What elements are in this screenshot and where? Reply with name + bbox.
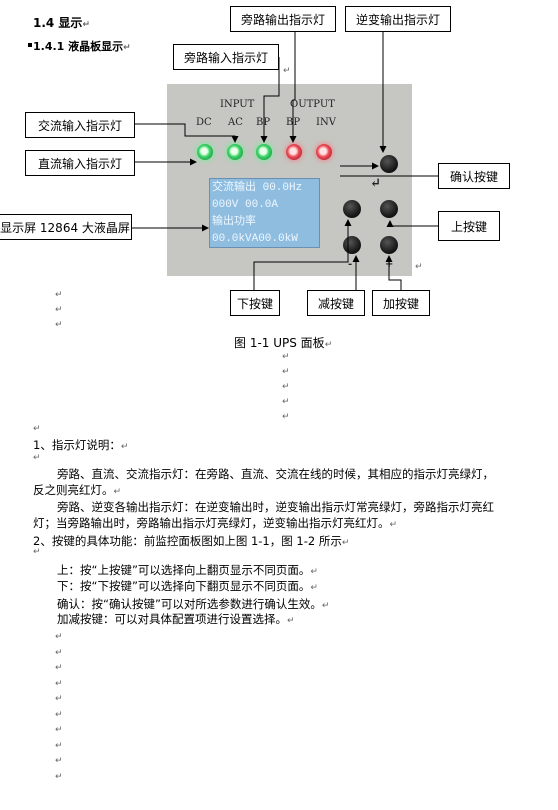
para-mark: ↵ xyxy=(33,453,41,463)
dc-input-led xyxy=(197,144,213,160)
callout-up-key: 上按键 xyxy=(438,211,500,241)
callout-inverter-output: 逆变输出指示灯 xyxy=(345,6,451,32)
para-mark: ↵ xyxy=(283,66,291,76)
callout-confirm-key: 确认按键 xyxy=(438,163,510,189)
lcd-line-1: 交流输出 00.0Hz xyxy=(212,182,303,194)
para-mark: ↵ xyxy=(55,678,63,689)
para-mark: ↵ xyxy=(282,352,290,362)
confirm-button[interactable] xyxy=(380,155,398,173)
ac-input-led xyxy=(227,144,243,160)
bypass-input-led xyxy=(256,144,272,160)
callout-down-key: 下按键 xyxy=(230,290,280,316)
callout-bypass-input: 旁路输入指示灯 xyxy=(173,44,279,70)
section2-up: 上：按“上按键”可以选择向上翻页显示不同页面。↵ xyxy=(57,563,318,577)
callout-plus-key: 加按键 xyxy=(372,290,430,316)
figure-caption: 图 1-1 UPS 面板↵ xyxy=(234,336,333,350)
section1-para2-line1: 旁路、逆变各输出指示灯：在逆变输出时，逆变输出指示灯常亮绿灯，旁路指示灯亮红 xyxy=(57,500,494,514)
para-mark: ↵ xyxy=(415,262,423,272)
up-button[interactable] xyxy=(380,200,398,218)
section1-para1-line1: 旁路、直流、交流指示灯：在旁路、直流、交流在线的时候，其相应的指示灯亮绿灯， xyxy=(57,467,494,481)
lcd-line-4: 00.0kVA00.0kW xyxy=(212,233,298,245)
para-mark: ↵ xyxy=(33,547,41,557)
para-mark: ↵ xyxy=(55,647,63,658)
para-mark: ↵ xyxy=(55,320,63,330)
para-mark: ↵ xyxy=(55,709,63,720)
section2-down: 下：按“下按键”可以选择向下翻页显示不同页面。↵ xyxy=(57,579,318,593)
inv-label: INV xyxy=(316,117,336,128)
para-mark: ↵ xyxy=(33,424,41,434)
section2-title: 2、按键的具体功能：前监控面板图如上图 1-1，图 1-2 所示↵ xyxy=(33,534,350,548)
lcd-line-3: 输出功率 xyxy=(212,216,256,228)
heading-bullet xyxy=(28,43,32,47)
callout-bypass-output: 旁路输出指示灯 xyxy=(230,6,336,32)
para-mark: ↵ xyxy=(55,694,63,704)
para-mark: ↵ xyxy=(55,771,63,782)
section1-para2-line2: 灯；当旁路输出时，旁路输出指示灯亮绿灯，逆变输出指示灯亮红灯。↵ xyxy=(33,516,398,530)
callout-lcd-screen: 显示屏 12864 大液晶屏 xyxy=(0,214,132,240)
plus-button[interactable] xyxy=(380,236,398,254)
para-mark: ↵ xyxy=(282,412,290,422)
callout-ac-input: 交流输入指示灯 xyxy=(25,112,135,138)
enter-symbol: ↵ xyxy=(370,176,381,191)
inverter-output-led xyxy=(316,144,332,160)
dc-label: DC xyxy=(196,117,212,128)
para-mark: ↵ xyxy=(282,367,290,377)
para-mark: ↵ xyxy=(55,725,63,735)
ac-label: AC xyxy=(228,117,243,128)
callout-dc-input: 直流输入指示灯 xyxy=(25,150,135,176)
output-label: OUTPUT xyxy=(290,99,335,110)
section1-title: 1、指示灯说明：↵ xyxy=(33,438,129,452)
para-mark: ↵ xyxy=(55,290,63,300)
section1-para1-line2: 反之则亮红灯。↵ xyxy=(33,483,122,497)
para-mark: ↵ xyxy=(55,305,63,315)
bypass-output-led xyxy=(286,144,302,160)
leader-lines xyxy=(132,32,438,290)
para-mark: ↵ xyxy=(282,382,290,392)
para-mark: ↵ xyxy=(55,632,63,642)
para-mark: ↵ xyxy=(55,756,63,766)
para-mark: ↵ xyxy=(55,663,63,673)
para-mark: ↵ xyxy=(55,740,63,751)
callout-minus-key: 减按键 xyxy=(307,290,365,316)
section2-adjust: 加减按键：可以对具体配置项进行设置选择。↵ xyxy=(57,612,295,626)
section-heading: 1.4 显示↵ xyxy=(33,16,90,30)
input-label: INPUT xyxy=(220,99,255,110)
down-button[interactable] xyxy=(343,200,361,218)
lcd-screen: 交流输出 00.0Hz 000V 00.0A 输出功率 00.0kVA00.0k… xyxy=(209,178,320,248)
bp-in-label: BP xyxy=(256,117,271,128)
lcd-line-2: 000V 00.0A xyxy=(212,199,279,211)
section2-confirm: 确认：按“确认按键”可以对所选参数进行确认生效。↵ xyxy=(57,597,330,611)
minus-sign: - xyxy=(348,259,353,270)
para-mark: ↵ xyxy=(282,397,290,407)
subsection-heading: 1.4.1 液晶板显示↵ xyxy=(33,40,131,53)
